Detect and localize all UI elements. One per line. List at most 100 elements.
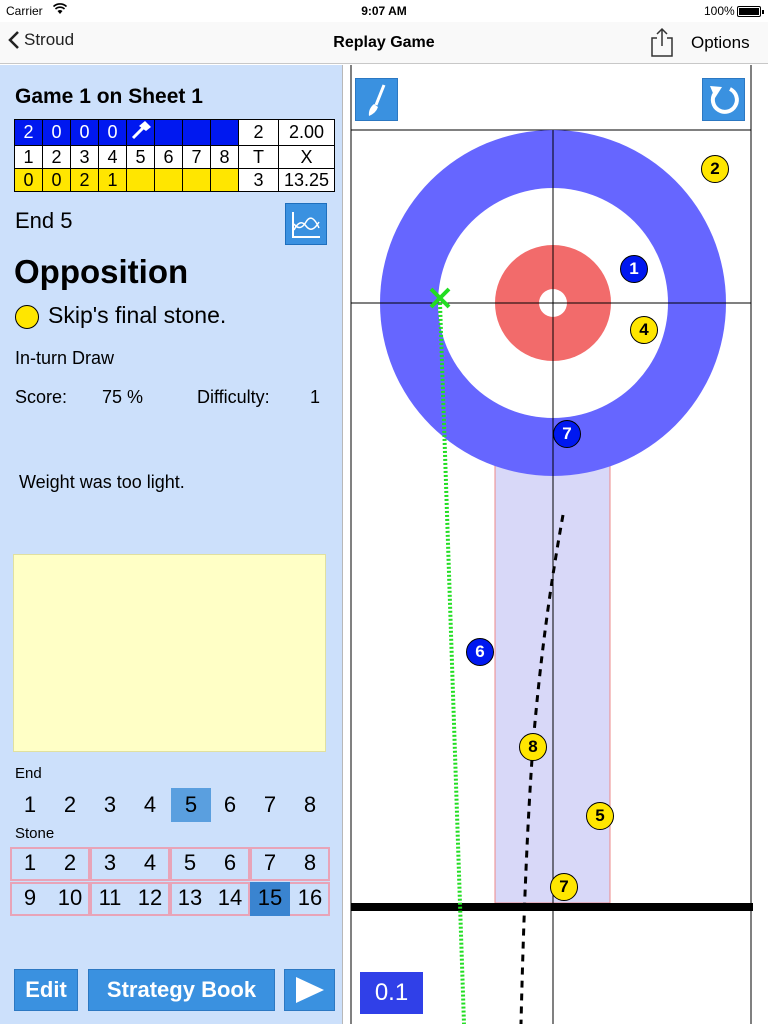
score-cell: 0 [98, 119, 127, 146]
stone-option[interactable]: 8 [303, 850, 317, 875]
back-button[interactable]: Stroud [8, 30, 74, 50]
options-button[interactable]: Options [691, 33, 750, 52]
score-cell [210, 119, 239, 146]
end-selector-label: End [15, 765, 42, 782]
stone-option[interactable]: 5 [183, 850, 197, 875]
end-option[interactable]: 8 [303, 792, 317, 817]
hammer-cell [126, 119, 155, 146]
edit-button[interactable]: Edit [14, 969, 78, 1011]
score-cell [154, 119, 183, 146]
stone-pair [250, 847, 330, 881]
stone-yellow[interactable]: 5 [586, 802, 614, 830]
end-number: 7 [182, 145, 211, 169]
end-option-selected[interactable]: 5 [171, 788, 211, 822]
stone-pair [90, 882, 170, 916]
notes-area[interactable] [13, 554, 326, 752]
end-option[interactable]: 7 [263, 792, 277, 817]
score-cell: 0 [42, 168, 71, 192]
stone-option[interactable]: 2 [63, 850, 77, 875]
curling-sheet[interactable]: 1 2 4 7 6 8 5 7 0.1 [342, 65, 768, 1024]
total-header: T [238, 145, 279, 169]
stone-yellow[interactable]: 2 [701, 155, 729, 183]
stone-pair [10, 847, 90, 881]
sheet-drawing [350, 65, 753, 1024]
carrier-label: Carrier [6, 4, 43, 18]
hammer-icon [131, 121, 151, 140]
chart-button[interactable] [285, 203, 327, 245]
team1-total: 2 [238, 119, 279, 146]
end-option[interactable]: 6 [223, 792, 237, 817]
stone-yellow[interactable]: 4 [630, 316, 658, 344]
stone-pair [90, 847, 170, 881]
score-cell: 2 [14, 119, 43, 146]
score-cell: 2 [70, 168, 99, 192]
shot-comment: Weight was too light. [19, 472, 185, 492]
stone-yellow[interactable]: 8 [519, 733, 547, 761]
target-mark-icon [429, 287, 451, 309]
stone-option-selected[interactable]: 15 [250, 882, 290, 916]
stone-pair [10, 882, 90, 916]
hog-line [351, 903, 753, 911]
team1-points: 2.00 [278, 119, 335, 146]
status-bar: Carrier 9:07 AM 100% [0, 0, 768, 22]
score-cell [126, 168, 155, 192]
points-header: X [278, 145, 335, 169]
stone-option[interactable]: 14 [217, 885, 243, 910]
stone-option[interactable]: 6 [223, 850, 237, 875]
stone-pair [170, 847, 250, 881]
undo-button[interactable] [702, 78, 745, 121]
chevron-left-icon [8, 31, 19, 49]
end-number: 5 [126, 145, 155, 169]
difficulty-value: 1 [310, 387, 321, 407]
stone-option[interactable]: 11 [98, 885, 122, 910]
play-button[interactable] [284, 969, 335, 1011]
team-label: Opposition [14, 253, 189, 290]
navigation-bar: Stroud Replay Game Options [0, 22, 768, 64]
team2-total: 3 [238, 168, 279, 192]
score-cell: 0 [42, 119, 71, 146]
score-cell [154, 168, 183, 192]
yellow-stone-icon [15, 305, 39, 329]
undo-icon [710, 86, 739, 114]
end-option[interactable]: 4 [143, 792, 157, 817]
game-info-panel: Game 1 on Sheet 1 2 0 0 0 2 2.00 1 2 3 4 [0, 65, 342, 1024]
scoreboard-row-team1: 2 0 0 0 2 2.00 [14, 119, 335, 146]
scoreboard-row-team2: 0 0 2 1 3 13.25 [14, 168, 335, 192]
share-icon[interactable] [648, 26, 676, 58]
stone-option[interactable]: 7 [263, 850, 277, 875]
battery-percent: 100% [704, 4, 735, 18]
end-number: 3 [70, 145, 99, 169]
stone-pair [170, 882, 250, 916]
stone-blue[interactable]: 6 [466, 638, 494, 666]
stone-option[interactable]: 4 [143, 850, 157, 875]
score-value: 75 % [102, 387, 144, 407]
current-end-label: End 5 [15, 208, 73, 233]
stone-blue[interactable]: 1 [620, 255, 648, 283]
stone-option[interactable]: 13 [177, 885, 203, 910]
stone-option[interactable]: 16 [297, 885, 323, 910]
wifi-icon [53, 3, 67, 14]
end-number: 4 [98, 145, 127, 169]
stone-option[interactable]: 10 [57, 885, 83, 910]
strategy-book-button[interactable]: Strategy Book [88, 969, 275, 1011]
battery-icon [737, 6, 764, 17]
game-title: Game 1 on Sheet 1 [15, 85, 203, 108]
stone-option[interactable]: 12 [137, 885, 163, 910]
end-option[interactable]: 1 [23, 792, 37, 817]
stone-option[interactable]: 1 [23, 850, 37, 875]
score-cell [182, 119, 211, 146]
end-option[interactable]: 3 [103, 792, 117, 817]
brush-button[interactable] [355, 78, 398, 121]
stone-blue[interactable]: 7 [553, 420, 581, 448]
end-number: 2 [42, 145, 71, 169]
team2-points: 13.25 [278, 168, 335, 192]
score-cell: 1 [98, 168, 127, 192]
zoom-readout[interactable]: 0.1 [360, 972, 423, 1014]
back-button-label: Stroud [24, 30, 75, 49]
score-cell: 0 [14, 168, 43, 192]
stone-option[interactable]: 9 [23, 885, 37, 910]
stone-option[interactable]: 3 [103, 850, 117, 875]
end-option[interactable]: 2 [63, 792, 77, 817]
line-chart-icon [292, 212, 320, 238]
stone-yellow[interactable]: 7 [550, 873, 578, 901]
